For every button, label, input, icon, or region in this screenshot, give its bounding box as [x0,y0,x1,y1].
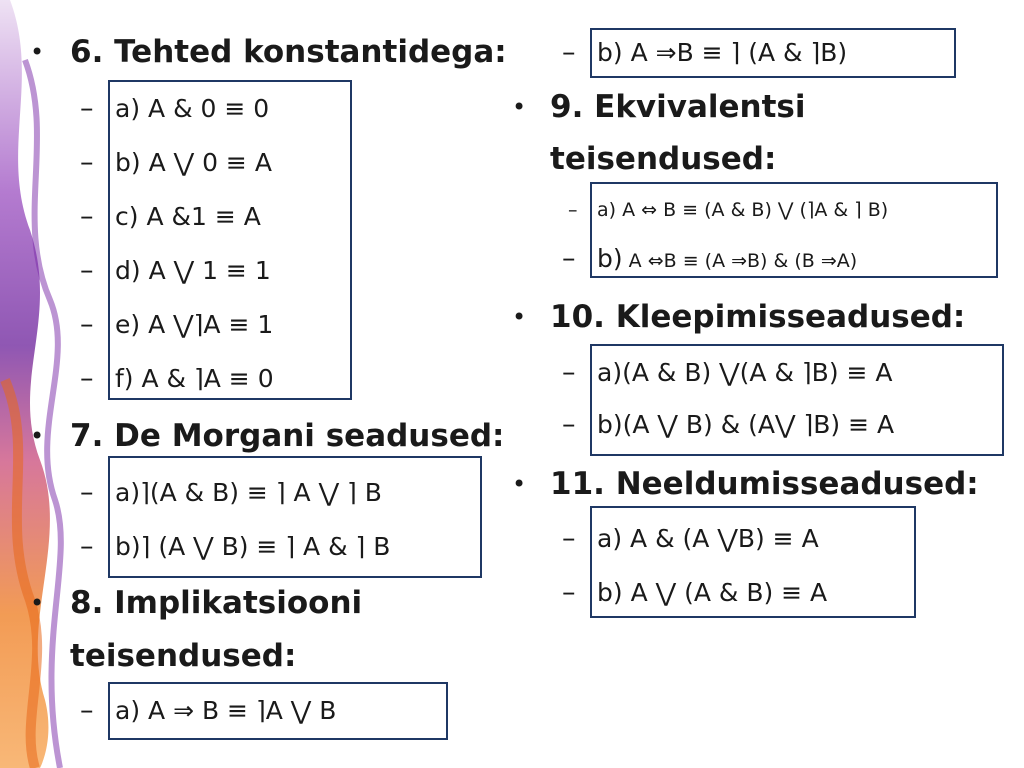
dash: – [562,357,576,388]
formula-6f: f) A & ⌉A ≡ 0 [115,364,274,393]
formula-9b: b) A ⇔B ≡ (A ⇒B) & (B ⇒A) [597,242,857,276]
dash: – [80,309,94,340]
formula-8a: a) A ⇒ B ≡ ⌉A ⋁ B [115,696,337,725]
section-6-box [108,80,352,400]
section-10-title: 10. Kleepimisseadused: [550,299,966,335]
section-8-title-line1: 8. Implikatsiooni [70,585,363,621]
dash: – [562,577,576,608]
section-9-title-line2: teisendused: [550,141,777,177]
dash: – [80,255,94,286]
formula-6d: d) A ⋁ 1 ≡ 1 [115,256,271,285]
formula-8b: b) A ⇒B ≡ ⌉ (A & ⌉B) [597,38,848,67]
formula-6c: c) A &1 ≡ A [115,202,261,231]
bullet: • [30,38,45,66]
bullet: • [30,422,45,450]
section-8b-box [590,28,956,78]
section-10-box [590,344,1004,456]
formula-6a: a) A & 0 ≡ 0 [115,94,270,123]
section-9-title-line1: 9. Ekvivalentsi [550,89,806,125]
formula-9a: a) A ⇔ B ≡ (A & B) ⋁ (⌉A & ⌉ B) [597,199,889,221]
dash: – [562,243,576,274]
decorative-smoke-image [0,0,64,768]
section-9-box [590,182,998,278]
section-11-box [590,506,916,618]
dash: – [562,409,576,440]
dash: – [80,363,94,394]
section-8a-box [108,682,448,740]
bullet: • [512,303,527,331]
bullet: • [512,470,527,498]
dash: – [80,477,94,508]
section-11-title: 11. Neeldumisseadused: [550,466,979,502]
formula-10b: b)(A ⋁ B) & (A⋁ ⌉B) ≡ A [597,410,895,439]
dash: – [80,201,94,232]
dash: – [80,93,94,124]
formula-9b-rest: A ⇔B ≡ (A ⇒B) & (B ⇒A) [622,250,858,272]
bullet: • [30,589,45,617]
formula-9b-prefix: b) [597,244,623,273]
section-7-box [108,456,482,578]
dash: – [80,531,94,562]
formula-10a: a)(A & B) ⋁(A & ⌉B) ≡ A [597,358,893,387]
dash: – [568,199,578,221]
formula-7b: b)⌉ (A ⋁ B) ≡ ⌉ A & ⌉ B [115,532,391,561]
formula-11b: b) A ⋁ (A & B) ≡ A [597,578,828,607]
formula-6b: b) A ⋁ 0 ≡ A [115,148,272,177]
section-8-title-line2: teisendused: [70,638,297,674]
dash: – [80,147,94,178]
dash: – [80,695,94,726]
formula-6e: e) A ⋁⌉A ≡ 1 [115,310,274,339]
formula-11a: a) A & (A ⋁B) ≡ A [597,524,819,553]
dash: – [562,523,576,554]
dash: – [562,37,576,68]
formula-7a: a)⌉(A & B) ≡ ⌉ A ⋁ ⌉ B [115,478,382,507]
section-7-title: 7. De Morgani seadused: [70,418,505,454]
bullet: • [512,93,527,121]
section-6-title: 6. Tehted konstantidega: [70,34,507,70]
